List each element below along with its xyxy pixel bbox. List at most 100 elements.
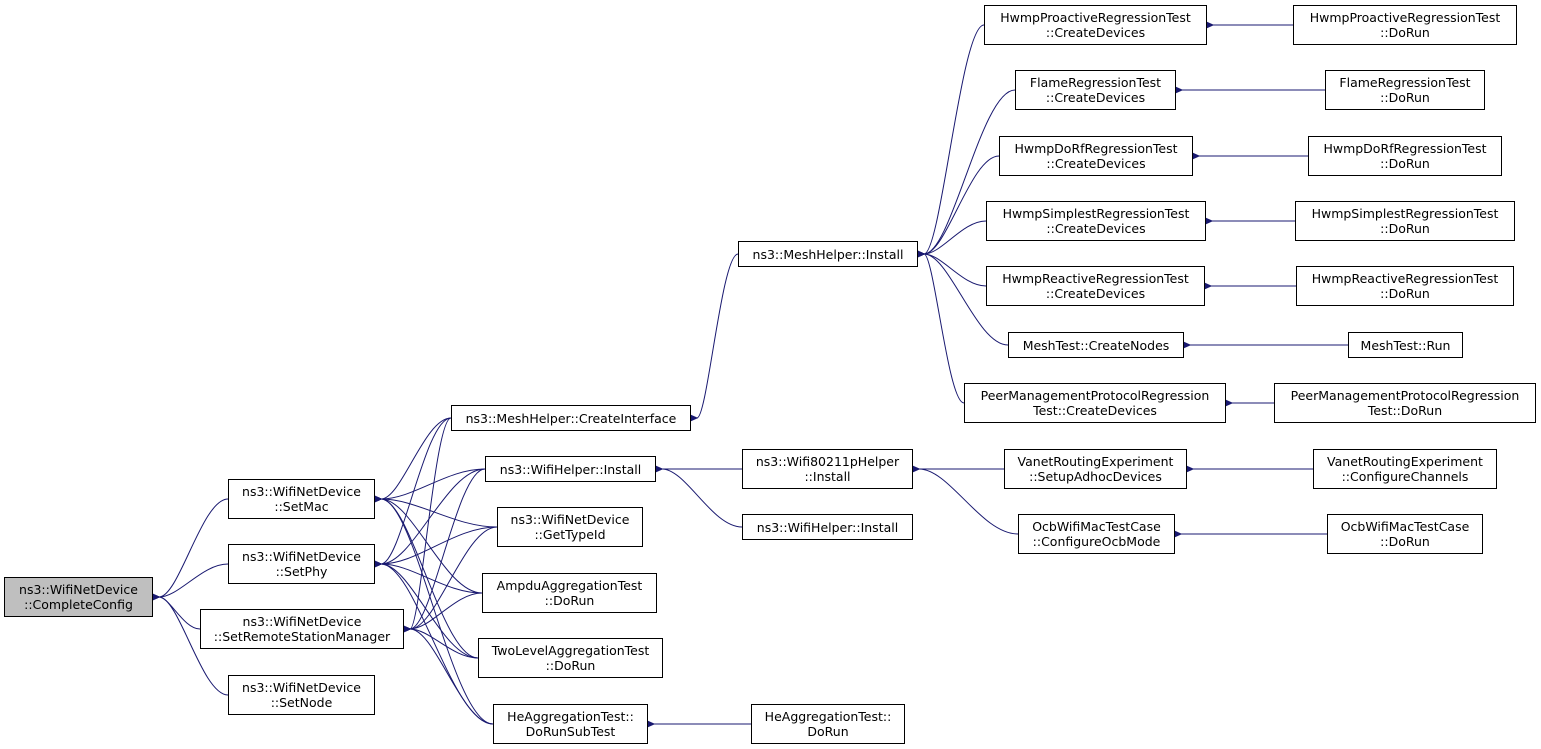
node-label-line: ns3::WifiHelper::Install <box>499 461 642 477</box>
edge-hwmp_proactive_cd-to-mesh_install <box>924 24 985 254</box>
node-mesh-install[interactable]: ns3::MeshHelper::Install <box>738 241 918 267</box>
node-label-line: ns3::WifiHelper::Install <box>756 519 899 535</box>
node-label-line: TwoLevelAggregationTest <box>491 643 650 658</box>
node-label-line: ns3::WifiNetDevice <box>510 512 630 527</box>
node-label-line: ns3::WifiNetDevice <box>242 484 361 499</box>
node-set-phy[interactable]: ns3::WifiNetDevice ::SetPhy <box>228 544 375 584</box>
node-flame-create-devices[interactable]: FlameRegressionTest ::CreateDevices <box>1015 70 1176 110</box>
node-wifi-helper-install-2[interactable]: ns3::WifiHelper::Install <box>742 514 913 540</box>
edge-he_do_run_sub_test-to-set_remote_station_manager <box>410 629 494 725</box>
node-label-line: Test::DoRun <box>1367 403 1443 418</box>
node-flame-do-run[interactable]: FlameRegressionTest ::DoRun <box>1325 70 1485 110</box>
node-label-line: ::DoRun <box>1380 90 1430 105</box>
node-label-line: DoRunSubTest <box>525 724 616 739</box>
node-label-line: ns3::MeshHelper::Install <box>752 246 904 262</box>
node-label-line: HwmpDoRfRegressionTest <box>1014 141 1178 156</box>
node-label-line: ns3::MeshHelper::CreateInterface <box>465 410 677 426</box>
node-hwmp-reactive-create-devices[interactable]: HwmpReactiveRegressionTest ::CreateDevic… <box>986 266 1205 306</box>
node-label-line: VanetRoutingExperiment <box>1017 454 1174 469</box>
node-label-line: ::GetTypeId <box>534 527 606 542</box>
node-label-line: ns3::WifiNetDevice <box>242 614 362 629</box>
node-label-line: ::CreateDevices <box>1045 90 1146 105</box>
node-peer-management-create-devices[interactable]: PeerManagementProtocolRegression Test::C… <box>964 383 1226 423</box>
node-he-do-run[interactable]: HeAggregationTest:: DoRun <box>751 704 905 744</box>
node-two-level-do-run[interactable]: TwoLevelAggregationTest ::DoRun <box>478 638 663 678</box>
node-hwmp-simplest-do-run[interactable]: HwmpSimplestRegressionTest ::DoRun <box>1295 201 1515 241</box>
node-mesh-create-interface[interactable]: ns3::MeshHelper::CreateInterface <box>451 405 691 431</box>
node-ampdu-do-run[interactable]: AmpduAggregationTest ::DoRun <box>482 573 657 613</box>
node-wifi80211p-install[interactable]: ns3::Wifi80211pHelper ::Install <box>742 449 913 489</box>
node-label-line: MeshTest::CreateNodes <box>1022 337 1170 353</box>
node-label-line: ::CompleteConfig <box>24 597 133 612</box>
edge-set_node-to-complete_config <box>159 597 229 696</box>
edge-mesh_install-to-mesh_create_interface <box>697 253 739 418</box>
node-hwmp-simplest-create-devices[interactable]: HwmpSimplestRegressionTest ::CreateDevic… <box>986 201 1206 241</box>
node-label-line: HwmpReactiveRegressionTest <box>1311 271 1499 286</box>
edge-mesh_create_nodes-to-mesh_install <box>924 254 1009 346</box>
node-peer-management-do-run[interactable]: PeerManagementProtocolRegression Test::D… <box>1274 383 1536 423</box>
edge-get_type_id-to-set_mac <box>381 499 498 528</box>
node-label-line: OcbWifiMacTestCase <box>1340 519 1470 534</box>
node-he-do-run-sub-test[interactable]: HeAggregationTest:: DoRunSubTest <box>493 704 648 744</box>
node-set-mac[interactable]: ns3::WifiNetDevice ::SetMac <box>228 479 375 519</box>
edge-two_level_do_run-to-set_phy <box>381 564 479 659</box>
edge-ampdu_do_run-to-set_phy <box>381 564 483 594</box>
node-label-line: ::ConfigureChannels <box>1341 469 1469 484</box>
node-label-line: HwmpSimplestRegressionTest <box>1002 206 1190 221</box>
node-get-type-id[interactable]: ns3::WifiNetDevice ::GetTypeId <box>497 507 643 547</box>
node-label-line: FlameRegressionTest <box>1029 75 1162 90</box>
edge-two_level_do_run-to-set_remote_station_manager <box>410 629 479 659</box>
node-hwmp-proactive-create-devices[interactable]: HwmpProactiveRegressionTest ::CreateDevi… <box>984 5 1207 45</box>
edge-ocb_configure-to-wifi80211p_install <box>919 469 1019 535</box>
node-label-line: ::DoRun <box>545 658 596 673</box>
node-vanet-setup-adhoc-devices[interactable]: VanetRoutingExperiment ::SetupAdhocDevic… <box>1004 449 1187 489</box>
node-ocb-do-run[interactable]: OcbWifiMacTestCase ::DoRun <box>1327 514 1483 554</box>
node-hwmp-dorf-create-devices[interactable]: HwmpDoRfRegressionTest ::CreateDevices <box>999 136 1193 176</box>
node-label-line: Test::CreateDevices <box>1033 403 1157 418</box>
node-set-node[interactable]: ns3::WifiNetDevice ::SetNode <box>228 675 375 715</box>
node-label-line: ::CreateDevices <box>1045 286 1146 301</box>
node-label-line: HeAggregationTest:: <box>764 709 892 724</box>
node-label-line: ns3::WifiNetDevice <box>19 582 138 597</box>
node-label-line: HwmpDoRfRegressionTest <box>1323 141 1487 156</box>
node-label-line: ::SetMac <box>274 499 329 514</box>
node-label-line: DoRun <box>807 724 849 739</box>
node-label-line: FlameRegressionTest <box>1339 75 1471 90</box>
node-hwmp-proactive-do-run[interactable]: HwmpProactiveRegressionTest ::DoRun <box>1293 5 1517 45</box>
edge-hwmp_simplest_cd-to-mesh_install <box>924 220 987 254</box>
node-hwmp-reactive-do-run[interactable]: HwmpReactiveRegressionTest ::DoRun <box>1296 266 1514 306</box>
node-label-line: ns3::Wifi80211pHelper <box>755 454 900 469</box>
node-mesh-run[interactable]: MeshTest::Run <box>1348 332 1463 358</box>
node-label-line: PeerManagementProtocolRegression <box>1290 388 1520 403</box>
node-mesh-create-nodes[interactable]: MeshTest::CreateNodes <box>1008 332 1184 358</box>
node-label-line: ::DoRun <box>1380 25 1430 40</box>
node-label-line: ::Install <box>804 469 851 484</box>
node-set-remote-station-manager[interactable]: ns3::WifiNetDevice ::SetRemoteStationMan… <box>200 609 404 649</box>
edge-wifi_helper_install-to-set_mac <box>381 468 486 499</box>
node-vanet-configure-channels[interactable]: VanetRoutingExperiment ::ConfigureChanne… <box>1313 449 1497 489</box>
node-label-line: ::SetRemoteStationManager <box>213 629 391 644</box>
node-label-line: ::SetPhy <box>275 564 328 579</box>
node-hwmp-dorf-do-run[interactable]: HwmpDoRfRegressionTest ::DoRun <box>1308 136 1502 176</box>
node-label-line: ::SetNode <box>270 695 333 710</box>
node-label-line: ::CreateDevices <box>1045 25 1146 40</box>
node-ocb-configure-ocb-mode[interactable]: OcbWifiMacTestCase ::ConfigureOcbMode <box>1018 514 1175 554</box>
node-label-line: PeerManagementProtocolRegression <box>980 388 1210 403</box>
node-label-line: VanetRoutingExperiment <box>1327 454 1483 469</box>
node-label-line: ::DoRun <box>544 593 595 608</box>
node-label-line: HeAggregationTest:: <box>507 709 634 724</box>
edge-wifi_helper_install-to-set_phy <box>381 468 486 564</box>
node-label-line: ::DoRun <box>1380 286 1430 301</box>
node-label-line: ::ConfigureOcbMode <box>1032 534 1161 549</box>
edge-mesh_create_interface-to-set_mac <box>381 417 452 499</box>
edge-wifi_helper_install-to-set_remote_station_manager <box>410 468 486 629</box>
node-label-line: ::DoRun <box>1380 221 1430 236</box>
node-label-line: AmpduAggregationTest <box>496 578 643 593</box>
node-label-line: ::DoRun <box>1380 156 1430 171</box>
node-label-line: OcbWifiMacTestCase <box>1032 519 1161 534</box>
node-complete-config: ns3::WifiNetDevice ::CompleteConfig <box>4 577 153 617</box>
edge-ampdu_do_run-to-set_remote_station_manager <box>410 592 483 629</box>
node-wifi-helper-install[interactable]: ns3::WifiHelper::Install <box>485 456 656 482</box>
edge-hwmp_dorf_cd-to-mesh_install <box>924 155 1000 254</box>
